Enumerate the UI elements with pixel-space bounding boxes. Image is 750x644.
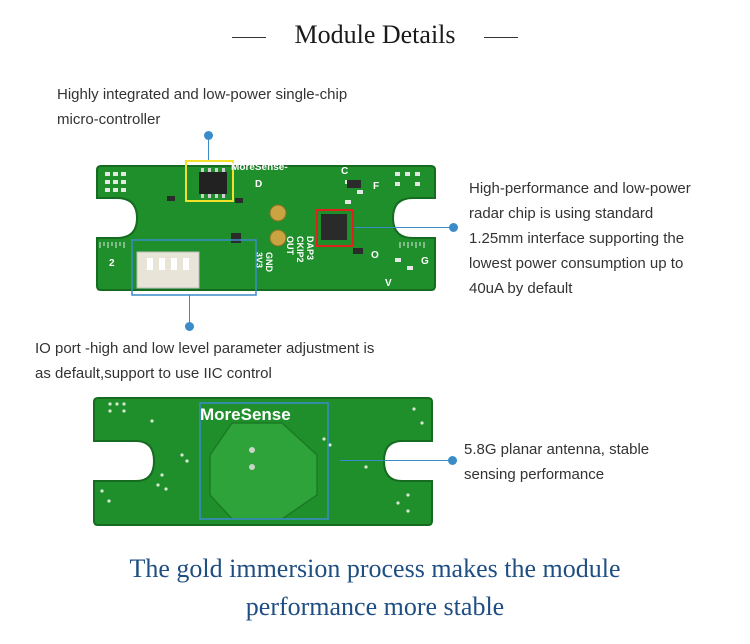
mcu-annotation: Highly integrated and low-power single-c…	[57, 82, 417, 132]
bottom-board-image: MoreSense	[93, 397, 433, 526]
title-right-rule	[484, 37, 518, 38]
antenna-via-1	[249, 447, 255, 453]
io-annotation-line1: IO port -high and low level parameter ad…	[35, 340, 375, 357]
footer-caption: The gold immersion process makes the mod…	[0, 550, 750, 626]
bottom-board-vias	[100, 402, 424, 513]
page-title: Module Details	[294, 20, 456, 49]
antenna-highlight-box	[199, 402, 329, 520]
mark-o: O	[371, 250, 379, 261]
antenna-callout-dot	[448, 456, 457, 465]
io-callout-line	[189, 295, 190, 323]
footer-line1: The gold immersion process makes the mod…	[129, 554, 621, 583]
radar-chip	[321, 214, 347, 240]
antenna-annotation-line2: sensing performance	[464, 466, 605, 483]
io-callout-dot	[185, 322, 194, 331]
mcu-annotation-line2: micro-controller	[57, 111, 161, 128]
bottom-board-brand: MoreSense	[200, 405, 291, 424]
top-board-components	[167, 180, 363, 254]
bottom-board-right-slot	[394, 451, 432, 471]
top-board-right-slot	[403, 208, 435, 228]
io-annotation-line2: as default,support to use IIC control	[35, 365, 272, 382]
radar-annotation-line5: 40uA by default	[469, 280, 573, 297]
pin-labels: DAP3 CKIP2 OUT GND 3V3	[254, 236, 315, 273]
mcu-highlight-box	[185, 160, 234, 202]
pin-label-1: DAP3	[305, 236, 315, 260]
mark-two: 2	[109, 258, 115, 269]
pin-label-4: GND	[264, 252, 274, 273]
top-board-brand: MoreSense-	[231, 162, 288, 173]
io-connector	[136, 251, 200, 289]
radar-annotation-line3: 1.25mm interface supporting the	[469, 230, 685, 247]
io-annotation: IO port -high and low level parameter ad…	[35, 336, 455, 386]
antenna-via-2	[249, 464, 255, 470]
pin-label-5: 3V3	[254, 252, 264, 268]
pin-label-2: CKIP2	[295, 236, 305, 263]
antenna-annotation: 5.8G planar antenna, stable sensing perf…	[464, 437, 724, 487]
radar-callout-line	[354, 227, 450, 228]
bottom-board-left-slot	[94, 451, 144, 471]
gold-pad-1	[269, 204, 287, 222]
mcu-chip	[199, 172, 227, 194]
mcu-annotation-line1: Highly integrated and low-power single-c…	[57, 86, 348, 103]
mark-v: V	[385, 278, 392, 289]
antenna-callout-line	[340, 460, 450, 461]
radar-annotation-line4: lowest power consumption up to	[469, 255, 684, 272]
top-board-ruler	[99, 242, 425, 248]
top-board-left-slot	[97, 208, 127, 228]
mark-f: F	[373, 181, 379, 192]
mcu-callout-line	[208, 138, 209, 162]
radar-annotation: High-performance and low-power radar chi…	[469, 176, 739, 301]
radar-callout-dot	[449, 223, 458, 232]
mark-g: G	[421, 256, 429, 267]
radar-annotation-line2: radar chip is using standard	[469, 205, 654, 222]
gold-pad-2	[269, 229, 287, 247]
mark-c: C	[341, 166, 348, 177]
mark-d: D	[255, 179, 262, 190]
pin-label-3: OUT	[285, 236, 295, 256]
radar-highlight-box	[316, 209, 354, 247]
io-highlight-box	[131, 239, 257, 296]
footer-line2: performance more stable	[245, 592, 505, 621]
antenna-annotation-line1: 5.8G planar antenna, stable	[464, 441, 650, 458]
radar-annotation-line1: High-performance and low-power	[469, 180, 691, 197]
top-board-image: MoreSense- D C F G V O 2 DAP3 CKIP2 OUT …	[96, 160, 436, 296]
title-left-rule	[232, 37, 266, 38]
mcu-callout-dot	[204, 131, 213, 140]
